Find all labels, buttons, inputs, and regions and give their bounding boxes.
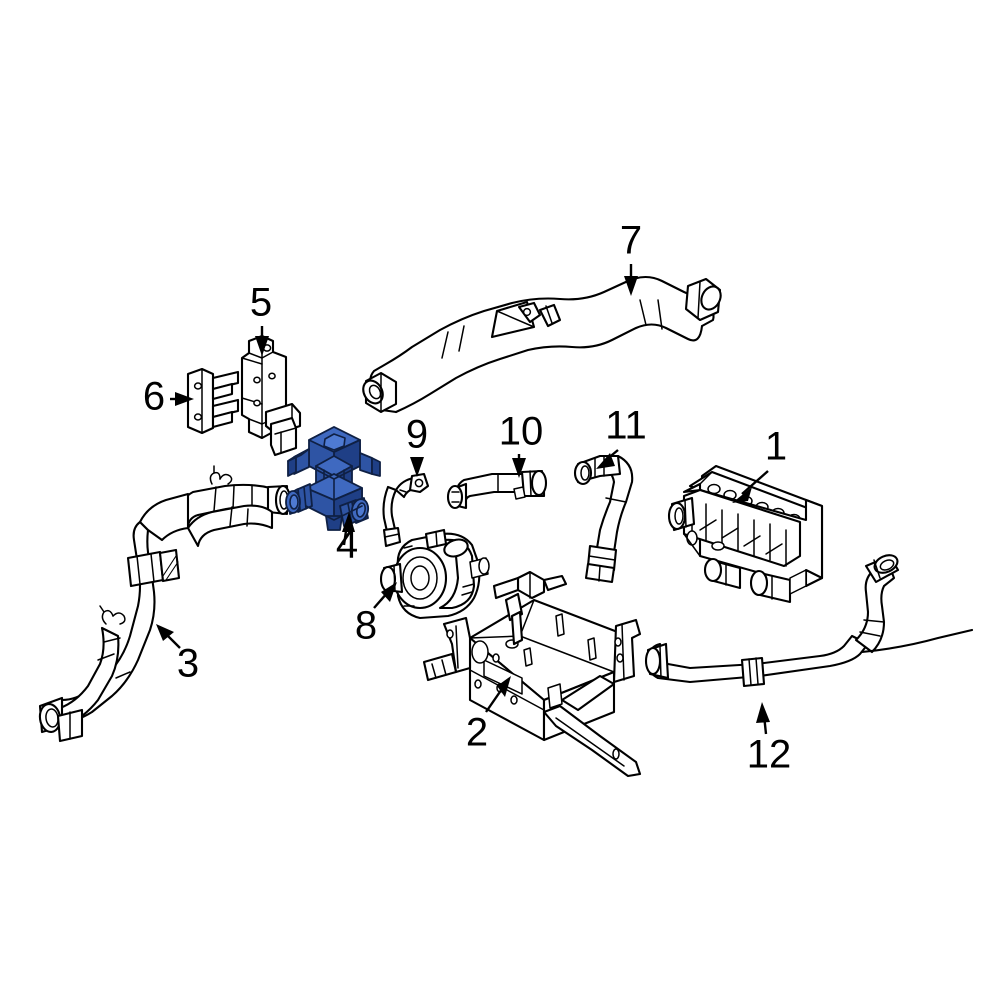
callout-label-2[interactable]: 2 [466, 711, 488, 755]
callout-label-8[interactable]: 8 [355, 604, 377, 648]
callout-label-9[interactable]: 9 [406, 413, 428, 457]
part-12-hose-clamp-and-lower-hose [644, 554, 974, 688]
leader-2 [485, 676, 511, 713]
leader-3 [156, 624, 181, 649]
leader-4 [342, 512, 355, 546]
leader-1 [732, 470, 769, 503]
part-8-auxiliary-water-pump [379, 528, 490, 620]
callout-label-3[interactable]: 3 [177, 642, 199, 686]
callout-label-6[interactable]: 6 [143, 375, 165, 419]
part-10-short-connector-hose [446, 469, 548, 510]
part-6-retaining-clip-bracket [186, 367, 240, 435]
part-4-coolant-changeover-valve [285, 426, 381, 531]
leader-7 [624, 264, 638, 296]
callout-label-7[interactable]: 7 [620, 219, 642, 263]
part-2-mounting-bracket-assembly [422, 570, 642, 778]
leader-8 [373, 582, 397, 609]
callout-label-11[interactable]: 11 [605, 404, 647, 448]
callout-label-10[interactable]: 10 [499, 410, 544, 454]
leader-10 [512, 454, 526, 478]
part-9-small-curved-hose [382, 472, 430, 548]
leader-11 [596, 449, 619, 469]
leader-9 [410, 457, 424, 477]
callout-label-5[interactable]: 5 [250, 281, 272, 325]
part-7-long-coolant-hose [362, 275, 722, 414]
callout-label-4[interactable]: 4 [336, 523, 358, 567]
part-1-heater-core-unit [667, 464, 824, 604]
leader-6 [170, 392, 194, 406]
part-5-valve-mounting-bracket [240, 334, 302, 457]
leader-12 [756, 702, 770, 735]
callout-label-1[interactable]: 1 [765, 425, 787, 469]
part-11-bent-coolant-hose [573, 454, 634, 584]
callout-label-12[interactable]: 12 [747, 733, 792, 777]
leader-5 [255, 326, 269, 356]
